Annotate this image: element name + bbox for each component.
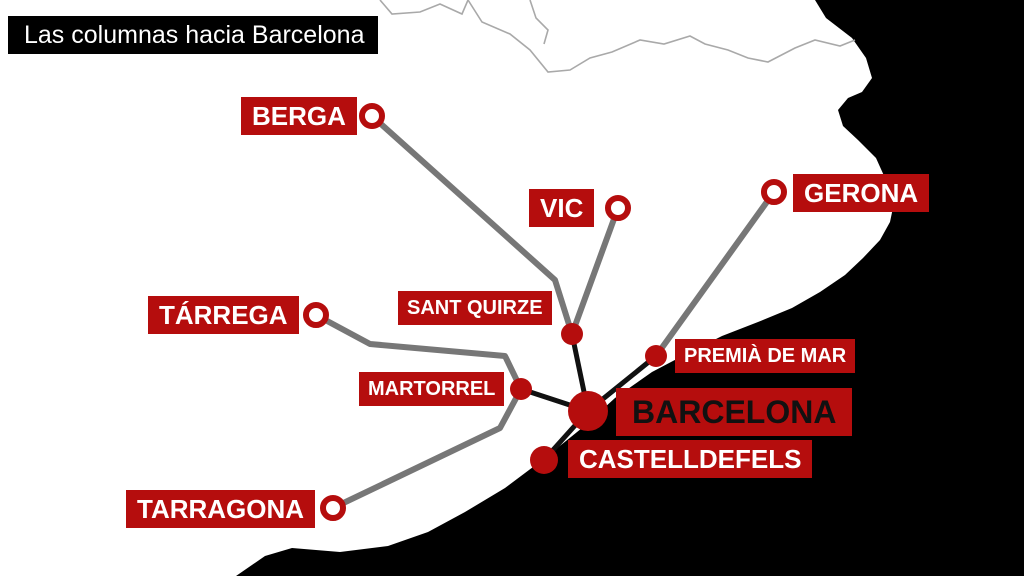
marker-sant-quirze <box>561 323 583 345</box>
label-premia: PREMIÀ DE MAR <box>675 339 856 373</box>
route-tarrega <box>313 312 524 392</box>
label-tarragona: TARRAGONA <box>126 490 316 528</box>
label-berga: BERGA <box>241 97 357 135</box>
origin-markers <box>303 103 787 521</box>
border-line <box>379 0 469 16</box>
marker-castelldefels <box>530 446 558 474</box>
border-line <box>529 0 549 45</box>
route-gerona <box>653 189 777 359</box>
marker-martorrel <box>510 378 532 400</box>
routes-outer <box>313 113 777 511</box>
route-vic <box>569 205 621 337</box>
map-title: Las columnas hacia Barcelona <box>8 16 379 54</box>
label-martorrel: MARTORREL <box>359 372 505 406</box>
border-line <box>467 0 856 73</box>
waypoint-markers <box>510 323 667 474</box>
marker-gerona <box>761 179 787 205</box>
label-vic: VIC <box>529 189 595 227</box>
marker-tarrega <box>303 302 329 328</box>
marker-vic <box>605 195 631 221</box>
label-sant-quirze: SANT QUIRZE <box>398 291 552 325</box>
label-gerona: GERONA <box>793 174 930 212</box>
marker-berga <box>359 103 385 129</box>
route-tarragona <box>330 386 524 511</box>
marker-premia <box>645 345 667 367</box>
label-tarrega: TÁRREGA <box>148 296 299 334</box>
label-barcelona: BARCELONA <box>616 388 853 436</box>
marker-barcelona <box>568 391 608 431</box>
route-berga <box>369 113 575 337</box>
marker-tarragona <box>320 495 346 521</box>
label-castelldefels: CASTELLDEFELS <box>568 440 813 478</box>
